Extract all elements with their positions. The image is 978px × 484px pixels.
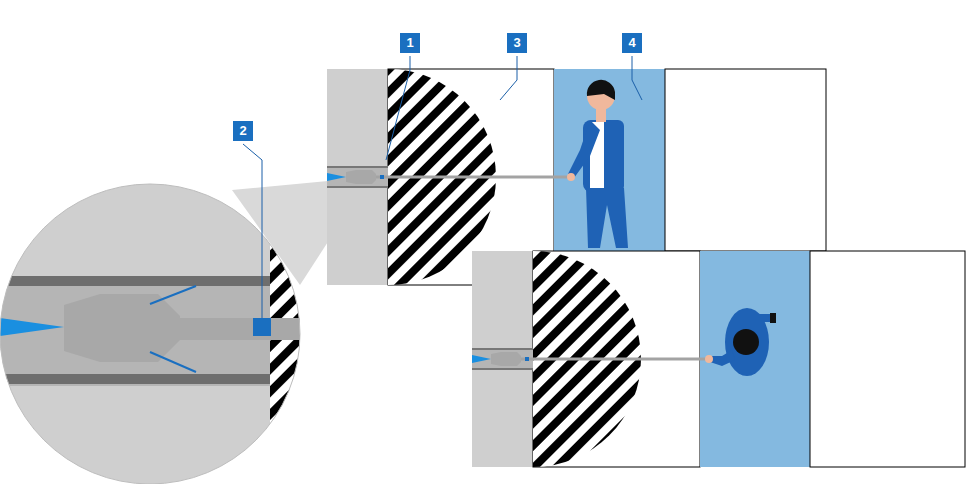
top-view xyxy=(425,251,965,467)
callout-number: 2 xyxy=(233,121,253,141)
operator xyxy=(567,80,628,248)
room xyxy=(665,69,826,251)
nozzle xyxy=(491,352,521,366)
nozzle xyxy=(346,170,376,184)
sensor-mark xyxy=(253,318,271,336)
callout-number: 3 xyxy=(507,33,527,53)
lance xyxy=(521,358,712,361)
nozzle-jet xyxy=(472,355,491,363)
lance xyxy=(376,176,575,179)
room xyxy=(810,251,965,467)
nozzle-jet xyxy=(327,173,346,181)
operator-top xyxy=(705,308,776,376)
magnifier xyxy=(0,184,310,484)
leader-lines xyxy=(243,56,642,318)
callout-number: 4 xyxy=(622,33,642,53)
callout-number: 1 xyxy=(400,33,420,53)
operator-zone xyxy=(700,251,810,467)
